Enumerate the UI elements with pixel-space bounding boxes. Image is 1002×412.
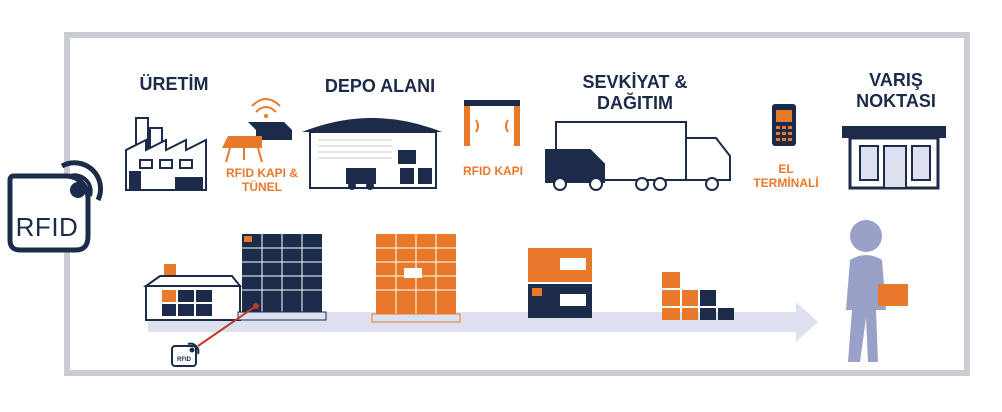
handheld-terminal-icon: [772, 104, 796, 146]
small-rfid-tag-icon: [171, 342, 200, 367]
stage-label-warehouse: DEPO ALANI: [324, 76, 436, 96]
rfid-badge-text: RFID: [15, 212, 79, 242]
rfid-link-dot: [253, 303, 259, 309]
checkpoint-label-rfid-tunnel: RFID KAPI & TÜNEL: [214, 166, 310, 194]
checkpoint-label-handheld: EL TERMİNALİ: [740, 162, 832, 190]
warehouse-icon: [302, 118, 442, 190]
customer-person-icon: [846, 220, 908, 362]
stage-label-production: ÜRETİM: [139, 74, 209, 94]
delivery-vehicles-icon: [545, 121, 731, 191]
stage-label-destination: VARIŞ NOKTASI: [836, 70, 956, 112]
checkpoint-label-handheld-line1: EL: [778, 162, 794, 176]
factory-icon: [125, 117, 207, 191]
stage-label-shipping-line2: DAĞITIM: [597, 93, 673, 114]
checkpoint-label-rfid-gate: RFID KAPI: [463, 164, 523, 178]
stage-label-shipping-line1: SEVKİYAT &: [582, 72, 688, 92]
stage-label-destination-line1: VARIŞ: [869, 70, 923, 90]
checkpoint-label-handheld-line2: TERMİNALİ: [753, 176, 819, 191]
checkpoint-label-rfid-tunnel-line2: TÜNEL: [242, 180, 282, 195]
open-box-icon: [142, 264, 243, 321]
stage-label-destination-line2: NOKTASI: [856, 91, 936, 112]
rfid-link-line: [197, 305, 257, 347]
checkpoint-label-rfid-tunnel-line1: RFID KAPI &: [226, 166, 298, 180]
rfid-tag-icon: [7, 160, 104, 253]
small-rfid-badge-text: RFID: [177, 357, 191, 363]
rfid-gate-icon: [464, 100, 520, 146]
orange-pallet-icon: [371, 234, 461, 323]
stacked-boxes-icon: [528, 248, 592, 318]
navy-pallet-icon: [237, 234, 327, 321]
small-parcels-icon: [662, 272, 734, 320]
store-icon: [842, 126, 946, 190]
stage-label-shipping: SEVKİYAT & DAĞITIM: [560, 72, 710, 114]
rfid-tunnel-icon: [222, 98, 292, 163]
